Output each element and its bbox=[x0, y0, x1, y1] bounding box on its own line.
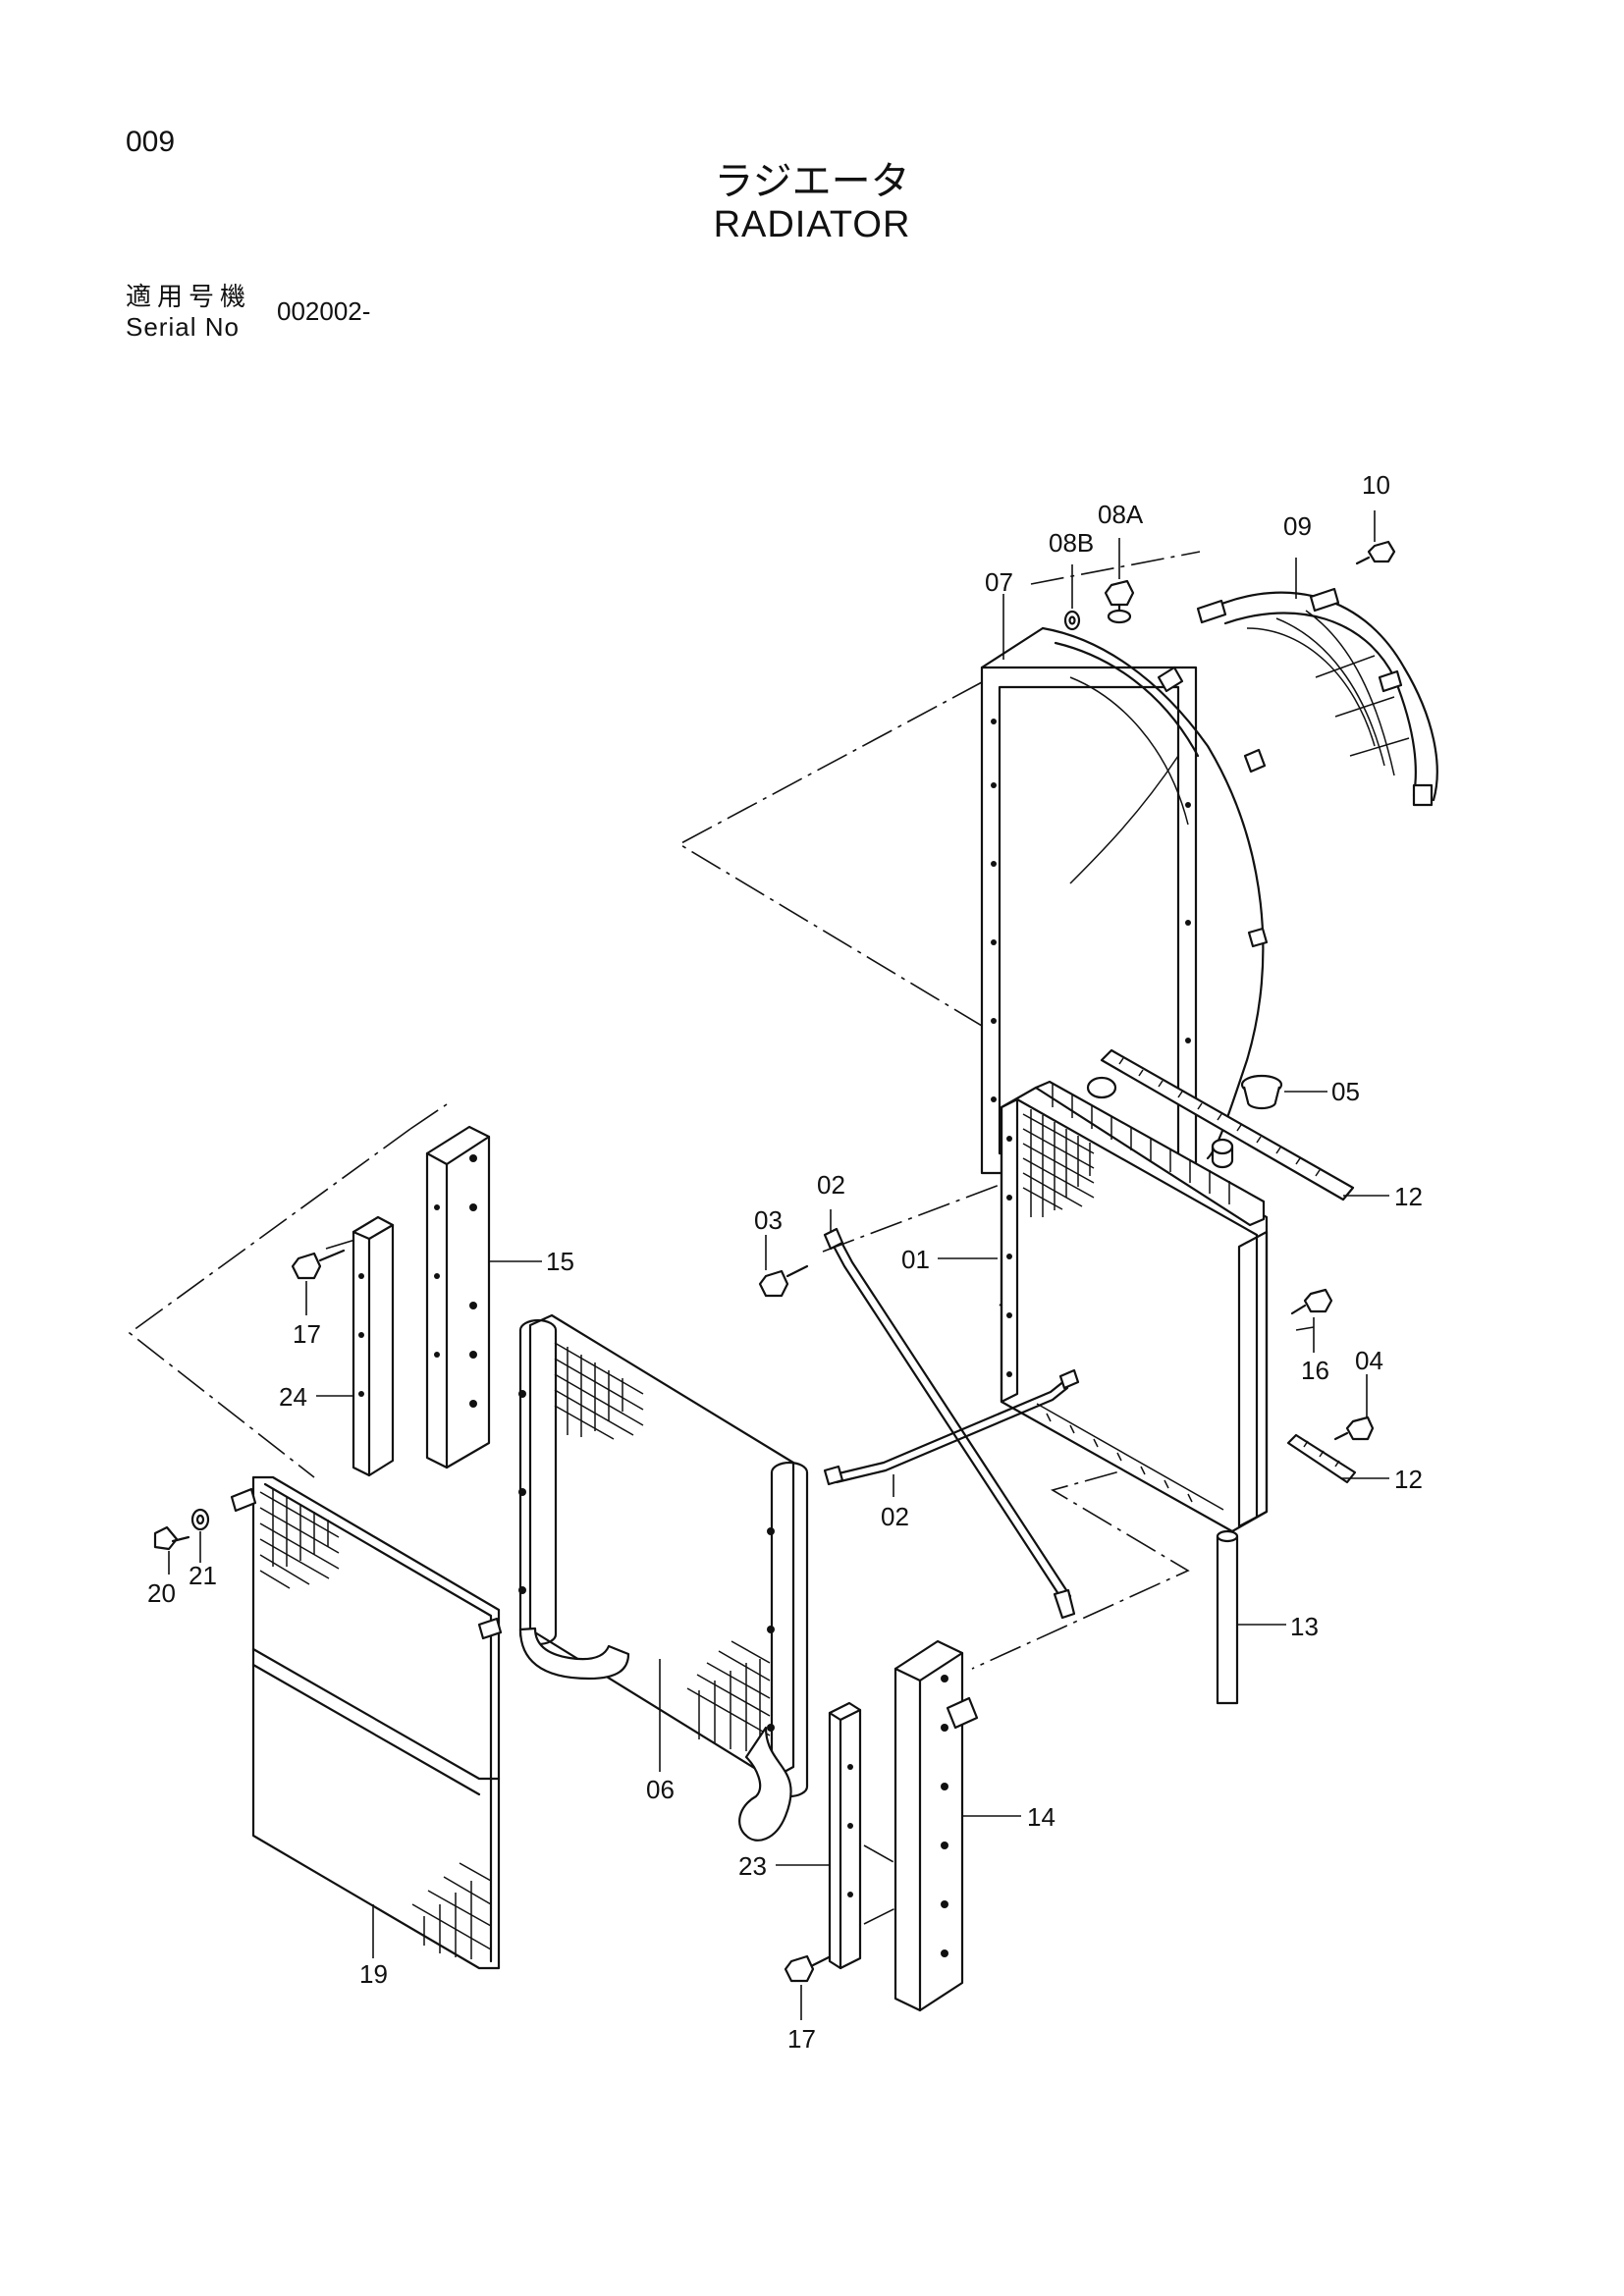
callout-19: 19 bbox=[359, 1959, 388, 1989]
callout-17-lower: 17 bbox=[787, 2024, 816, 2054]
serial-number-value: 002002- bbox=[277, 296, 371, 326]
bolt-03-icon bbox=[758, 1264, 809, 1298]
stay-rod-lower bbox=[823, 1368, 1080, 1486]
callout-05: 05 bbox=[1331, 1077, 1360, 1106]
callout-15: 15 bbox=[546, 1247, 574, 1276]
callout-09: 09 bbox=[1283, 511, 1312, 541]
hose bbox=[1216, 1529, 1239, 1705]
callout-10: 10 bbox=[1362, 470, 1390, 500]
callout-16: 16 bbox=[1301, 1356, 1329, 1385]
washer-08b-icon bbox=[1063, 610, 1081, 631]
callout-12-lower: 12 bbox=[1394, 1465, 1423, 1494]
bracket-15 bbox=[425, 1125, 491, 1469]
serial-label-japanese: 適用号機 bbox=[126, 283, 252, 312]
bolt-16-icon bbox=[1290, 1288, 1333, 1315]
oil-cooler bbox=[518, 1313, 809, 1842]
title-japanese: ラジエータ bbox=[714, 159, 910, 204]
serial-label-english: Serial No bbox=[126, 312, 240, 342]
callout-02-lower: 02 bbox=[881, 1502, 909, 1531]
callout-06: 06 bbox=[646, 1775, 675, 1804]
radiator-core bbox=[1000, 1076, 1269, 1533]
callout-01: 01 bbox=[901, 1245, 930, 1274]
callout-24: 24 bbox=[279, 1382, 307, 1412]
callout-12-upper: 12 bbox=[1394, 1182, 1423, 1211]
callout-14: 14 bbox=[1027, 1802, 1056, 1832]
wing-bolt-20-icon bbox=[153, 1525, 190, 1551]
fan-shroud bbox=[980, 626, 1269, 1175]
plate-23 bbox=[828, 1701, 862, 1970]
seal-strip-upper bbox=[1100, 1048, 1355, 1201]
screen-panel bbox=[230, 1475, 503, 1970]
radiator-cap-icon bbox=[1240, 1074, 1283, 1110]
callout-labels: 07 08B 08A 09 10 05 12 12 13 01 02 03 02… bbox=[147, 470, 1423, 2054]
fan-guard bbox=[1196, 587, 1438, 807]
callout-17-upper: 17 bbox=[293, 1319, 321, 1349]
fastener-04-icon bbox=[1333, 1415, 1375, 1441]
bolt-10-icon bbox=[1355, 540, 1396, 565]
callout-08a: 08A bbox=[1098, 500, 1144, 529]
leader-lines bbox=[168, 510, 1389, 2020]
callout-03: 03 bbox=[754, 1205, 783, 1235]
callout-02-upper: 02 bbox=[817, 1170, 845, 1200]
plate-24 bbox=[352, 1215, 395, 1477]
page-number: 009 bbox=[126, 126, 176, 158]
bolt-08a-icon bbox=[1104, 579, 1135, 624]
bolt-17-upper-icon bbox=[291, 1249, 346, 1280]
stay-rod-upper bbox=[823, 1227, 1076, 1620]
callout-23: 23 bbox=[738, 1851, 767, 1881]
callout-21: 21 bbox=[189, 1561, 217, 1590]
bracket-14 bbox=[893, 1639, 979, 2012]
title-english: RADIATOR bbox=[713, 204, 911, 245]
callout-20: 20 bbox=[147, 1578, 176, 1608]
callout-04: 04 bbox=[1355, 1346, 1383, 1375]
seal-strip-lower bbox=[1286, 1433, 1357, 1484]
callout-07: 07 bbox=[985, 567, 1013, 597]
callout-13: 13 bbox=[1290, 1612, 1319, 1641]
washer-21-icon bbox=[190, 1508, 210, 1531]
callout-08b: 08B bbox=[1049, 528, 1094, 558]
